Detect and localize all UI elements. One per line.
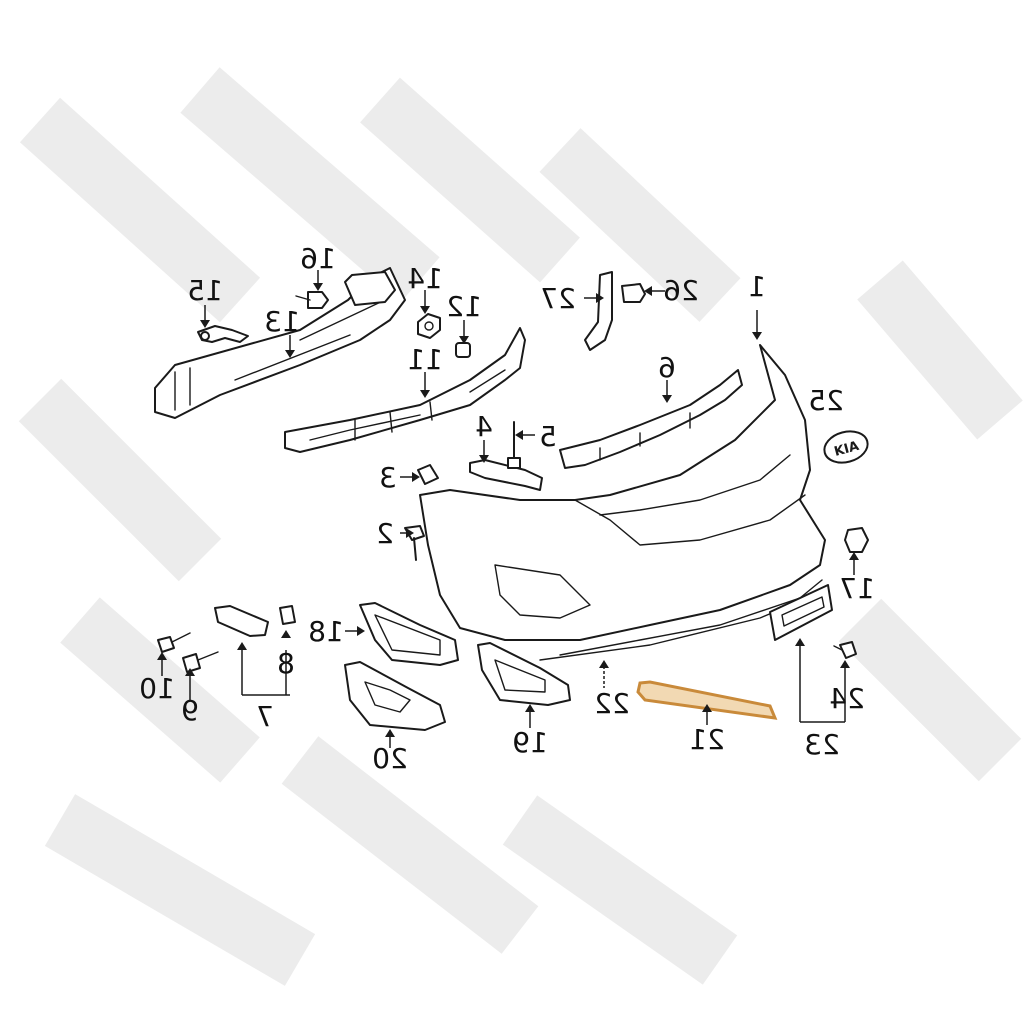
part-24-screw <box>833 641 857 659</box>
part-1-bumper-cover <box>419 344 826 661</box>
part-6-upper-bracket <box>559 369 743 469</box>
part-5-screw <box>507 421 521 469</box>
part-12-clip <box>455 342 471 358</box>
callout-2: 2 <box>376 517 394 550</box>
callout-24: 24 <box>829 682 865 715</box>
part-25-emblem: KIA <box>823 430 869 464</box>
emblem-logo-text: KIA <box>833 439 861 460</box>
callout-15: 15 <box>187 274 223 307</box>
callout-19: 19 <box>512 726 548 759</box>
part-13-bumper-beam <box>154 267 406 419</box>
callout-16: 16 <box>300 242 336 275</box>
part-17-tow-cover <box>844 527 869 553</box>
callout-21: 21 <box>689 723 725 756</box>
part-2-bolt <box>404 525 425 561</box>
part-21-moulding <box>636 680 778 720</box>
callout-22: 22 <box>594 687 630 720</box>
callout-17: 17 <box>839 572 875 605</box>
part-8-clip <box>279 605 296 625</box>
callout-14: 14 <box>407 262 443 295</box>
callout-6: 6 <box>658 351 676 384</box>
part-14-nut <box>417 313 441 339</box>
callout-5: 5 <box>539 420 557 453</box>
callout-18: 18 <box>308 615 344 648</box>
callout-27: 27 <box>540 282 576 315</box>
part-7-lamp <box>214 605 269 637</box>
callout-25: 25 <box>808 384 844 417</box>
callout-20: 20 <box>372 742 408 775</box>
callout-11: 11 <box>407 343 443 376</box>
callout-9: 9 <box>181 694 199 727</box>
callout-8: 8 <box>277 647 295 680</box>
callout-labels: 1 2 3 4 5 6 7 8 9 10 11 12 13 14 15 16 1… <box>139 242 875 775</box>
part-10-bolt <box>157 632 191 653</box>
part-11-absorber <box>284 327 526 453</box>
part-18-fog-bezel <box>359 602 459 666</box>
part-27-bracket <box>584 271 613 351</box>
callout-7: 7 <box>256 700 274 733</box>
part-19-trim <box>477 642 571 706</box>
part-26-clip <box>621 283 646 303</box>
watermark <box>18 67 1023 986</box>
callout-12: 12 <box>446 290 482 323</box>
part-15-bracket <box>197 325 249 343</box>
callout-3: 3 <box>379 461 397 494</box>
callout-1: 1 <box>748 270 766 303</box>
leader-lines <box>157 270 859 748</box>
callout-10: 10 <box>139 672 175 705</box>
callout-26: 26 <box>663 274 699 307</box>
part-9-bolt <box>182 651 219 673</box>
part-23-license-bracket <box>769 584 833 641</box>
callout-4: 4 <box>475 410 493 443</box>
part-20-lower-bezel <box>344 661 446 731</box>
part-4-bracket <box>469 459 543 491</box>
callout-13: 13 <box>264 305 300 338</box>
part-3-clip <box>417 464 439 485</box>
part-16-bolt <box>295 291 329 309</box>
callout-23: 23 <box>804 728 840 761</box>
